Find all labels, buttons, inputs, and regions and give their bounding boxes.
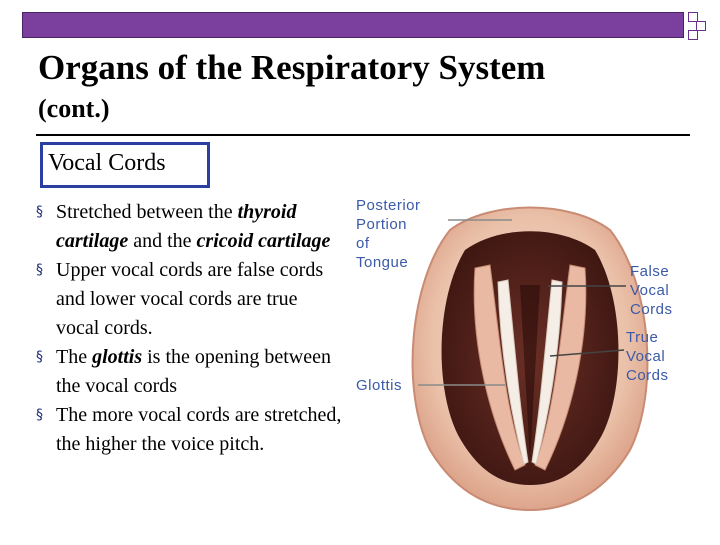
- label-line: Portion: [356, 216, 408, 233]
- slide-title: Organs of the Respiratory System: [38, 48, 546, 87]
- label-line: of: [356, 235, 370, 252]
- label-line: False: [630, 263, 670, 280]
- label-line: Tongue: [356, 254, 409, 271]
- label-true-vocal-cords: True Vocal Cords: [626, 328, 669, 385]
- label-line: Cords: [626, 367, 669, 384]
- bullet-marker-icon: §: [36, 262, 43, 278]
- bullet-marker-icon: §: [36, 407, 43, 423]
- vocal-cords-image: [411, 206, 649, 512]
- label-line: Vocal: [626, 348, 666, 365]
- label-false-vocal-cords: False Vocal Cords: [630, 262, 673, 319]
- glottis-opening: [520, 285, 540, 460]
- section-label: Vocal Cords: [48, 150, 166, 176]
- bullet-text: The more vocal cords are stretched, the …: [56, 404, 342, 455]
- section-label-box: [40, 142, 210, 188]
- corner-box: [688, 12, 698, 22]
- term-cricoid: cricoid cartilage: [196, 230, 331, 252]
- bullet-text: Upper vocal cords are false cords and lo…: [56, 259, 324, 339]
- label-glottis: Glottis: [356, 377, 403, 394]
- false-vocal-fold-left: [473, 264, 526, 471]
- bullet-marker-icon: §: [36, 204, 43, 220]
- label-line: Vocal: [630, 282, 670, 299]
- bullet-text: is the opening between the vocal cords: [56, 346, 331, 397]
- false-vocal-fold-right: [534, 264, 587, 471]
- corner-box: [696, 21, 706, 31]
- bullet-list: § Stretched between the thyroid cartilag…: [34, 198, 344, 459]
- true-vocal-cord-right: [531, 279, 563, 465]
- term-glottis: glottis: [92, 346, 143, 368]
- label-line: Cords: [630, 301, 673, 318]
- leader-line-true: [549, 349, 625, 357]
- bullet-text: The: [56, 346, 93, 368]
- corner-box: [688, 30, 698, 40]
- label-line: Posterior: [356, 197, 421, 214]
- label-line: True: [626, 329, 659, 346]
- bullet-item: § Stretched between the thyroid cartilag…: [34, 198, 344, 256]
- slide-subtitle: (cont.): [38, 94, 110, 123]
- bullet-marker-icon: §: [36, 349, 43, 365]
- vocal-cords-illustration: Posterior Portion of Tongue Glottis Fals…: [340, 190, 720, 540]
- bullet-item: § The more vocal cords are stretched, th…: [34, 401, 344, 459]
- true-vocal-cord-left: [497, 279, 529, 465]
- bullet-item: § The glottis is the opening between the…: [34, 343, 344, 401]
- corner-decoration: [688, 12, 706, 40]
- label-posterior-tongue: Posterior Portion of Tongue: [356, 196, 421, 272]
- bullet-item: § Upper vocal cords are false cords and …: [34, 256, 344, 343]
- bullet-text: Stretched between the: [56, 201, 238, 223]
- top-accent-bar: [22, 12, 684, 38]
- bullet-text: and the: [128, 230, 197, 252]
- title-divider: [36, 134, 690, 136]
- term-thyroid: thyroid cartilage: [56, 201, 297, 252]
